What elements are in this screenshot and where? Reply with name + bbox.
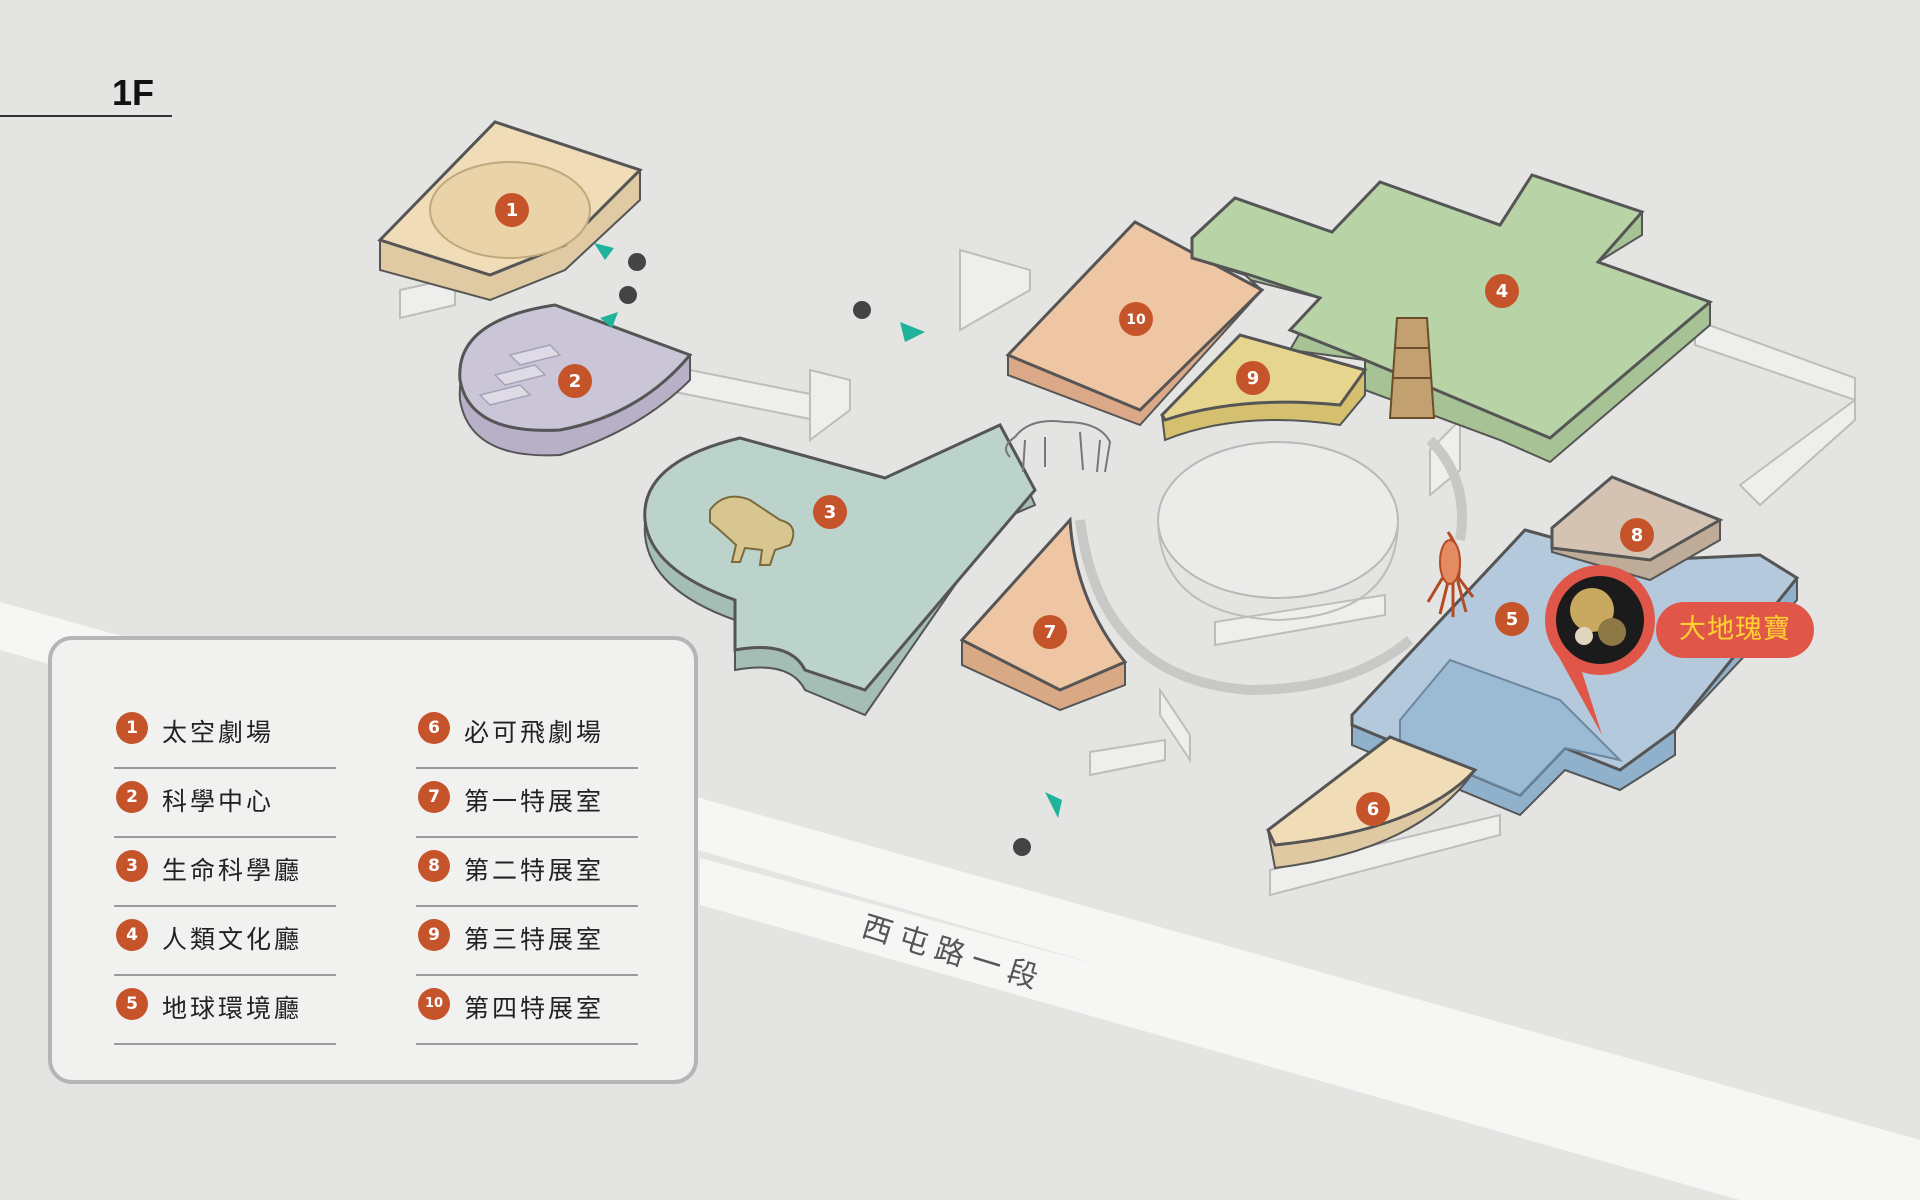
map-marker-circle bbox=[1236, 361, 1270, 395]
trex-icon bbox=[709, 495, 795, 566]
walking-person-icon bbox=[619, 253, 1031, 856]
map-marker-9: 9 bbox=[1236, 361, 1270, 395]
map-marker-circle bbox=[1033, 615, 1067, 649]
legend-hall-name: 第四特展室 bbox=[464, 994, 605, 1023]
map-marker-2: 2 bbox=[558, 364, 592, 398]
legend-number-badge: 5 bbox=[116, 988, 148, 1020]
map-marker-circle bbox=[1356, 792, 1390, 826]
map-marker-number: 9 bbox=[1247, 368, 1260, 389]
map-marker-4: 4 bbox=[1485, 274, 1519, 308]
map-marker-1: 1 bbox=[495, 193, 529, 227]
road bbox=[700, 858, 1920, 1200]
legend-item-4: 4 人類文化廳 bbox=[114, 907, 336, 976]
legend: 1 太空劇場 2 科學中心 3 生命科學廳 4 人類文化廳 5 地球環境廳 6 必可飛劇場 7 第一特展室… bbox=[48, 636, 698, 1084]
map-marker-7: 7 bbox=[1033, 615, 1067, 649]
map-marker-circle bbox=[1485, 274, 1519, 308]
map-marker-number: 3 bbox=[824, 502, 837, 523]
legend-number-badge: 3 bbox=[116, 850, 148, 882]
legend-item-3: 3 生命科學廳 bbox=[114, 838, 336, 907]
legend-number-badge: 10 bbox=[418, 988, 450, 1020]
map-marker-8: 8 bbox=[1620, 518, 1654, 552]
map-marker-number: 6 bbox=[1367, 799, 1380, 820]
legend-number-badge: 1 bbox=[116, 712, 148, 744]
mammoth-skeleton-icon bbox=[1005, 420, 1112, 473]
legend-number-badge: 9 bbox=[418, 919, 450, 951]
map-marker-circle bbox=[495, 193, 529, 227]
map-marker-6: 6 bbox=[1356, 792, 1390, 826]
map-marker-5: 5 bbox=[1495, 602, 1529, 636]
map-marker-circle bbox=[1620, 518, 1654, 552]
legend-hall-name: 生命科學廳 bbox=[162, 856, 303, 885]
legend-item-7: 7 第一特展室 bbox=[416, 769, 638, 838]
map-marker-circle bbox=[813, 495, 847, 529]
map-marker-circle bbox=[1119, 302, 1153, 336]
entrance-arrow-icon bbox=[594, 243, 1062, 818]
legend-hall-name: 第二特展室 bbox=[464, 856, 605, 885]
floor-label: 1F bbox=[112, 72, 155, 113]
courtyard bbox=[1075, 436, 1467, 696]
legend-hall-name: 太空劇場 bbox=[162, 718, 275, 747]
legend-item-8: 8 第二特展室 bbox=[416, 838, 638, 907]
legend-hall-name: 地球環境廳 bbox=[162, 994, 303, 1023]
map-marker-number: 8 bbox=[1631, 525, 1644, 546]
squid-icon bbox=[1426, 531, 1475, 617]
legend-item-6: 6 必可飛劇場 bbox=[416, 700, 638, 769]
legend-item-10: 10 第四特展室 bbox=[416, 976, 638, 1045]
legend-number-badge: 4 bbox=[116, 919, 148, 951]
highlight-label: 大地瑰寶 bbox=[1656, 602, 1814, 658]
legend-item-2: 2 科學中心 bbox=[114, 769, 336, 838]
map-marker-number: 10 bbox=[1126, 312, 1146, 328]
floor-label-underline bbox=[0, 115, 172, 117]
legend-hall-name: 人類文化廳 bbox=[162, 925, 303, 954]
map-marker-10: 10 bbox=[1119, 302, 1153, 336]
legend-hall-name: 科學中心 bbox=[162, 787, 275, 816]
legend-hall-name: 必可飛劇場 bbox=[464, 718, 605, 747]
map-marker-number: 1 bbox=[506, 200, 519, 221]
legend-hall-name: 第三特展室 bbox=[464, 925, 605, 954]
hall-4 bbox=[1190, 173, 1713, 464]
map-marker-3: 3 bbox=[813, 495, 847, 529]
map-marker-number: 7 bbox=[1044, 622, 1057, 643]
legend-number-badge: 8 bbox=[418, 850, 450, 882]
map-marker-number: 2 bbox=[569, 371, 582, 392]
tower-icon bbox=[1388, 317, 1436, 419]
legend-number-badge: 7 bbox=[418, 781, 450, 813]
map-marker-number: 4 bbox=[1496, 281, 1509, 302]
legend-number-badge: 2 bbox=[116, 781, 148, 813]
legend-hall-name: 第一特展室 bbox=[464, 787, 605, 816]
map-marker-circle bbox=[1495, 602, 1529, 636]
legend-number-badge: 6 bbox=[418, 712, 450, 744]
legend-item-9: 9 第三特展室 bbox=[416, 907, 638, 976]
legend-item-1: 1 太空劇場 bbox=[114, 700, 336, 769]
map-marker-number: 5 bbox=[1506, 609, 1519, 630]
hall-7 bbox=[959, 516, 1128, 712]
highlight-pin bbox=[1545, 565, 1655, 735]
legend-item-5: 5 地球環境廳 bbox=[114, 976, 336, 1045]
map-marker-circle bbox=[558, 364, 592, 398]
